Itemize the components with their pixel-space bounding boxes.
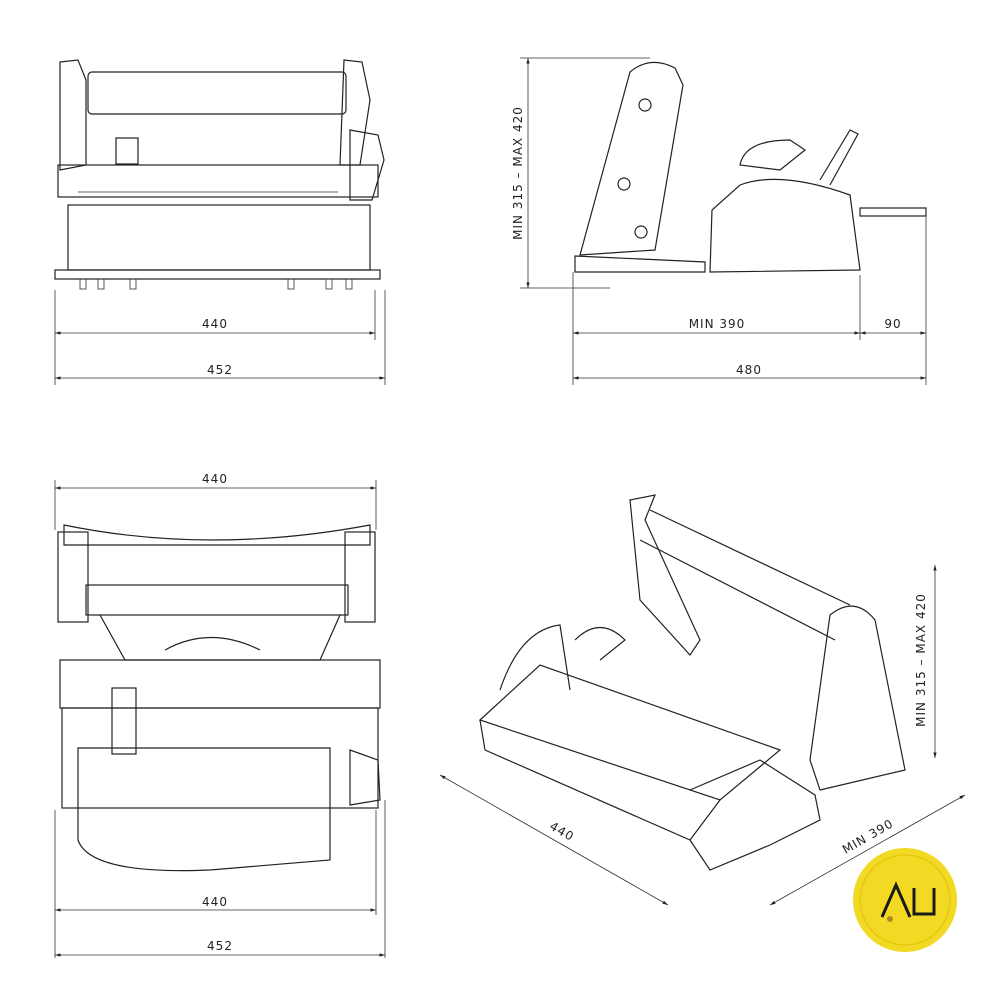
front-dim-outer: 452 (207, 363, 233, 377)
front-view (54, 59, 385, 290)
iso-dim-width: 440 (547, 819, 576, 844)
isometric-view (478, 494, 906, 871)
top-view (57, 524, 381, 872)
top-dim-top: 440 (202, 472, 228, 486)
top-dim-inner: 440 (202, 895, 228, 909)
front-dim-inner: 440 (202, 317, 228, 331)
au-logo (853, 848, 957, 952)
side-view (574, 61, 927, 273)
iso-dim-depth: MIN 390 (840, 816, 896, 856)
side-dim-height: MIN 315 – MAX 420 (511, 106, 525, 240)
dimensions: 440 452 MIN 315 – MAX 420 MIN 390 90 480… (54, 57, 966, 958)
iso-dim-height: MIN 315 – MAX 420 (914, 593, 928, 727)
side-dim-base: MIN 390 (689, 317, 746, 331)
top-dim-outer: 452 (207, 939, 233, 953)
side-dim-total: 480 (736, 363, 762, 377)
side-dim-extension: 90 (884, 317, 901, 331)
